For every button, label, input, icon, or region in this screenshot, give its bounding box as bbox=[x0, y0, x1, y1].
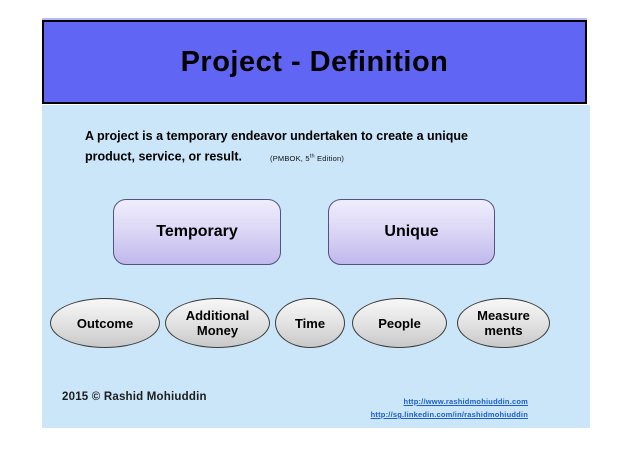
temporary-box: Temporary bbox=[113, 199, 281, 265]
ellipse-measurements-line1: Measure bbox=[477, 308, 530, 323]
website-link[interactable]: http://www.rashidmohiuddin.com bbox=[403, 397, 528, 406]
footer-links: http://www.rashidmohiuddin.com http://sg… bbox=[300, 395, 528, 421]
ellipse-people-label: People bbox=[378, 315, 421, 331]
ellipse-time-label: Time bbox=[294, 315, 326, 331]
definition-line2-text: product, service, or result. bbox=[85, 149, 242, 164]
ellipse-measurements-line2: ments bbox=[484, 323, 523, 338]
definition-text: A project is a temporary endeavor undert… bbox=[85, 126, 535, 169]
ellipse-outcome: Outcome bbox=[50, 298, 160, 348]
citation-suffix: Edition) bbox=[314, 153, 345, 163]
ellipse-additional-money-line2: Money bbox=[196, 323, 239, 338]
ellipse-additional-money-line1: Additional bbox=[185, 308, 250, 323]
definition-line1: A project is a temporary endeavor undert… bbox=[85, 129, 468, 143]
ellipse-people: People bbox=[352, 298, 447, 348]
temporary-box-label: Temporary bbox=[156, 223, 238, 240]
citation: (PMBOK, 5th Edition) bbox=[270, 153, 345, 163]
unique-box-label: Unique bbox=[384, 223, 439, 240]
copyright-text: 2015 © Rashid Mohiuddin bbox=[62, 391, 207, 403]
citation-superscript: th bbox=[309, 153, 315, 159]
slide-body bbox=[42, 105, 590, 428]
ellipse-time: Time bbox=[275, 298, 345, 348]
ellipse-measurements: Measure ments bbox=[457, 298, 550, 348]
page-title: Project - Definition bbox=[180, 45, 449, 78]
ellipse-additional-money: Additional Money bbox=[165, 298, 270, 348]
definition-line2: product, service, or result. (PMBOK, 5th … bbox=[85, 146, 535, 169]
ellipse-outcome-label: Outcome bbox=[76, 315, 134, 331]
citation-prefix: (PMBOK, 5 bbox=[270, 153, 310, 163]
title-banner: Project - Definition bbox=[42, 20, 587, 104]
linkedin-link[interactable]: http://sg.linkedin.com/in/rashidmohiuddi… bbox=[370, 410, 528, 419]
unique-box: Unique bbox=[328, 199, 495, 265]
